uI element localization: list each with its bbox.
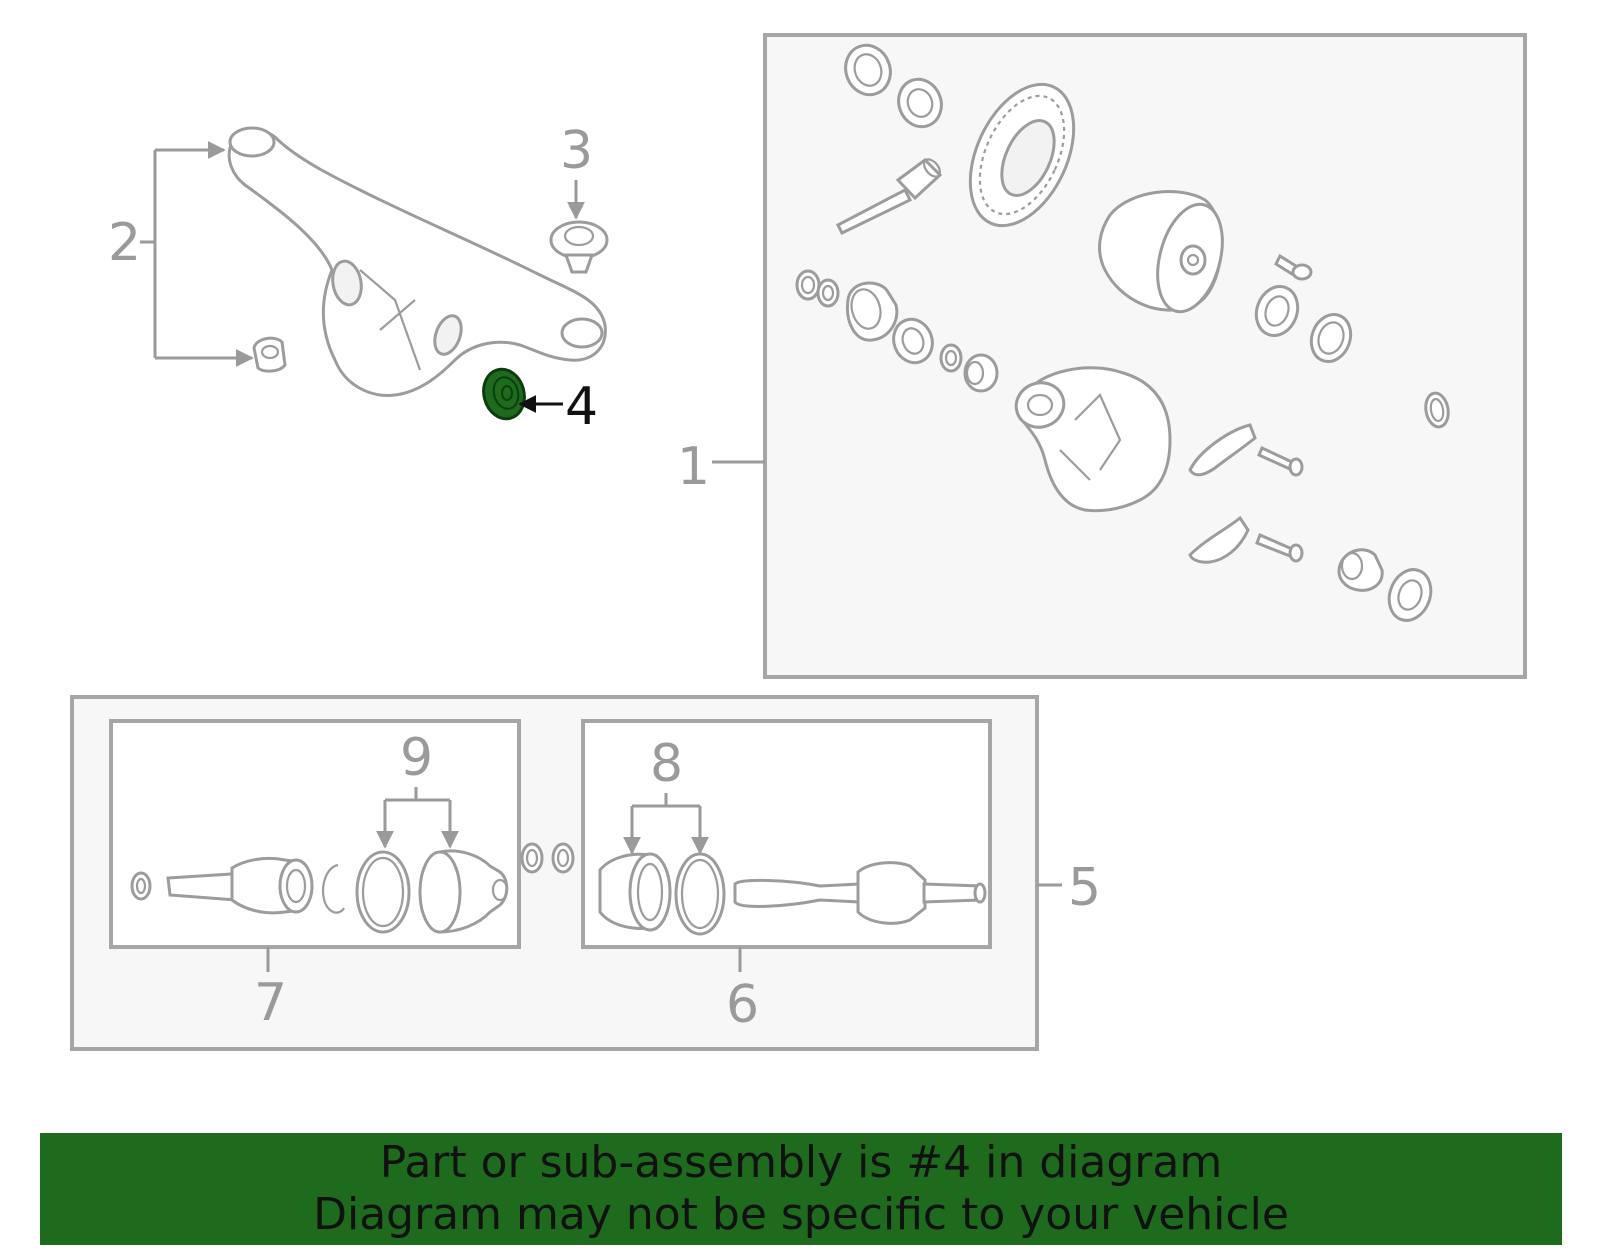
crossmember-bushing [252,336,287,373]
shim [963,353,999,393]
companion-flange [845,281,899,342]
banner-line-1: Part or sub-assembly is #4 in diagram [379,1137,1223,1188]
callout-9: 9 [400,728,433,788]
callout-1: 1 [677,437,710,497]
middle-ring-2 [551,842,575,874]
outer-boot-clamp [355,850,411,934]
differential-assembly-frame [763,33,1527,679]
highlighted-bushing-part-4 [482,367,526,421]
mount-bracket-lower [1188,515,1304,564]
callout-6: 6 [726,975,759,1035]
callout-2-bracket [140,141,254,367]
drive-shaft-assembly-group: 9 8 7 6 [70,695,1039,1051]
callout-4: 4 [565,377,598,437]
o-ring [1424,391,1450,429]
differential-case [1098,190,1224,314]
mount-bracket-upper [1188,423,1304,477]
ring-gear [968,82,1076,228]
middle-ring-1 [520,842,544,874]
callout-9-bracket [376,787,459,849]
callout-2: 2 [108,213,141,273]
pinion-gear [835,158,943,235]
small-washer-1 [795,269,821,301]
small-washer-2 [816,278,840,308]
outer-washer [130,871,152,901]
differential-crossmember [227,126,607,397]
bolt-small [1274,253,1313,281]
inner-boot-clamp [674,852,726,936]
part-info-banner: Part or sub-assembly is #4 in diagram Di… [40,1133,1562,1245]
callout-8-bracket [623,793,709,855]
side-bearing-right [1254,285,1300,337]
callout-8: 8 [650,734,683,794]
side-bearing-lower [1387,568,1433,622]
mount-bushing [1337,548,1384,592]
outer-snap-ring [322,863,345,914]
outer-cv-joint [166,856,314,915]
mount-insulator [549,220,609,274]
callout-5: 5 [1068,858,1101,918]
callout-3: 3 [560,121,593,181]
axle-shaft [733,861,987,925]
differential-assembly-group [763,33,1527,679]
bearing-top-1 [844,43,892,97]
callout-7: 7 [254,973,287,1033]
bearing-top-2 [897,77,943,129]
banner-line-2: Diagram may not be specific to your vehi… [313,1189,1289,1240]
carrier-housing [1014,366,1172,513]
pinion-bearing [892,317,934,365]
spacer [939,343,963,373]
outer-boot [418,849,509,934]
seal-right [1309,313,1353,363]
inner-boot [598,852,672,932]
